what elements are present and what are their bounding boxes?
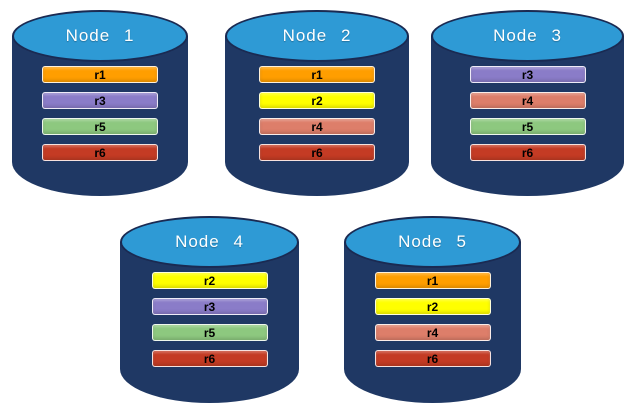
replica-bar: r4	[469, 92, 586, 109]
replica-bar: r2	[151, 272, 268, 289]
cylinder-top: Node 5	[344, 216, 521, 268]
cylinder-top: Node 4	[120, 216, 299, 268]
replica-list: r1 r2 r4 r6	[225, 66, 409, 161]
replica-bar: r5	[469, 118, 586, 135]
replica-bar: r4	[259, 118, 375, 135]
cylinder-top: Node 3	[431, 10, 624, 62]
cylinder-body	[431, 36, 624, 196]
replica-list: r2 r3 r5 r6	[120, 272, 299, 367]
replica-list: r1 r2 r4 r6	[344, 272, 521, 367]
replica-bar: r3	[151, 298, 268, 315]
node-cylinder-1: Node 1 r1 r3 r5 r6	[12, 10, 188, 196]
node-cylinder-4: Node 4 r2 r3 r5 r6	[120, 216, 299, 403]
replica-bar: r2	[259, 92, 375, 109]
replica-list: r1 r3 r5 r6	[12, 66, 188, 161]
replica-bar: r6	[469, 144, 586, 161]
replica-bar: r4	[374, 324, 491, 341]
node-title: Node 2	[282, 26, 352, 45]
node-title: Node 4	[175, 232, 244, 251]
cylinder-body	[12, 36, 188, 196]
cylinder-top: Node 1	[12, 10, 188, 62]
cylinder-body	[344, 242, 521, 403]
node-cylinder-2: Node 2 r1 r2 r4 r6	[225, 10, 409, 196]
cylinder-body	[225, 36, 409, 196]
replica-bar: r5	[42, 118, 158, 135]
replica-list: r3 r4 r5 r6	[431, 66, 624, 161]
node-title: Node 3	[493, 26, 562, 45]
cylinder-top: Node 2	[225, 10, 409, 62]
replica-bar: r6	[42, 144, 158, 161]
node-cylinder-5: Node 5 r1 r2 r4 r6	[344, 216, 521, 403]
cylinder-body	[120, 242, 299, 403]
replica-bar: r1	[259, 66, 375, 83]
node-title: Node 1	[65, 26, 135, 45]
replica-bar: r1	[42, 66, 158, 83]
replica-bar: r6	[151, 350, 268, 367]
node-cylinder-3: Node 3 r3 r4 r5 r6	[431, 10, 624, 196]
replica-bar: r3	[42, 92, 158, 109]
replica-bar: r6	[374, 350, 491, 367]
replica-bar: r2	[374, 298, 491, 315]
replica-bar: r5	[151, 324, 268, 341]
replica-bar: r1	[374, 272, 491, 289]
replica-bar: r6	[259, 144, 375, 161]
replica-bar: r3	[469, 66, 586, 83]
node-title: Node 5	[398, 232, 467, 251]
